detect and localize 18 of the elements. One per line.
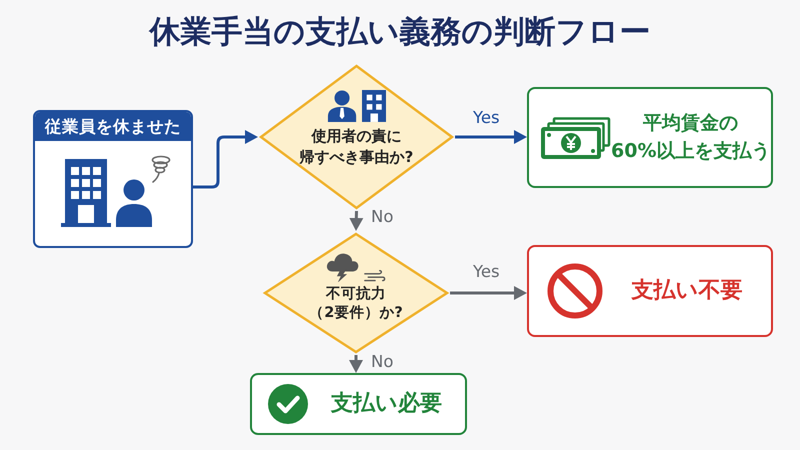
negative-result-box	[527, 245, 773, 337]
decision-text: 不可抗力（2要件）か?	[308, 285, 404, 324]
decision-diamond	[258, 63, 455, 211]
result-box	[250, 373, 467, 435]
diagram-title: 休業手当の支払い義務の判断フロー	[150, 13, 650, 52]
result-box	[527, 87, 773, 188]
start-card	[33, 110, 193, 248]
flow-arrow	[349, 355, 363, 373]
flow-arrow	[193, 130, 258, 188]
result-text: 平均賃金の60%以上を支払う	[611, 110, 771, 164]
flow-arrow	[455, 130, 527, 144]
flow-arrow	[349, 210, 364, 231]
result-text: 支払い必要	[331, 390, 442, 418]
result-text: 支払い不要	[632, 277, 742, 306]
decision-diamond	[262, 231, 450, 355]
card-header: 従業員を休ませた	[35, 112, 191, 141]
decision-text: 使用者の責に帰すべき事由か?	[298, 126, 414, 168]
flow-arrow	[450, 286, 527, 300]
